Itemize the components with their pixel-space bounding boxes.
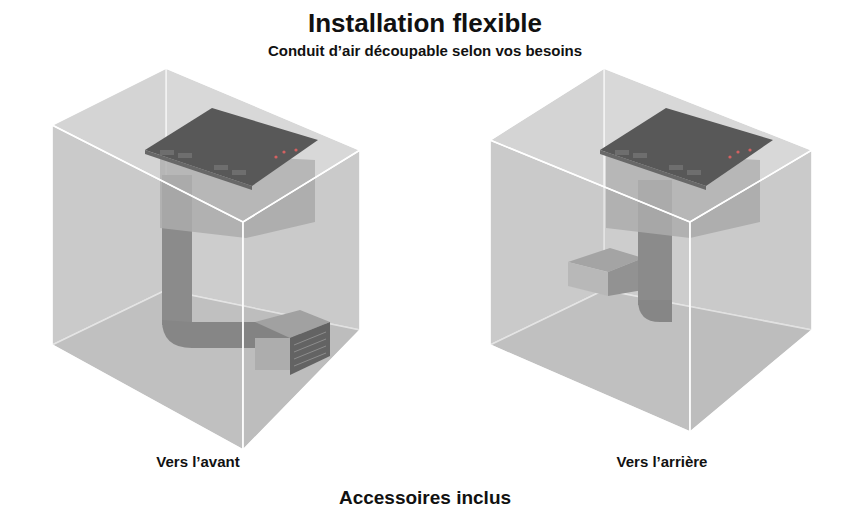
option-label: Vers l’arrière (617, 453, 708, 470)
subtitle-text: Conduit d’air découpable selon vos besoi… (268, 42, 582, 59)
cabinet-front-install (52, 68, 360, 450)
caption-text: Accessoires inclus (339, 487, 511, 509)
page-title: Installation flexible (308, 8, 542, 39)
option-label: Vers l’avant (156, 453, 239, 470)
cabinet-rear-install (490, 68, 812, 432)
